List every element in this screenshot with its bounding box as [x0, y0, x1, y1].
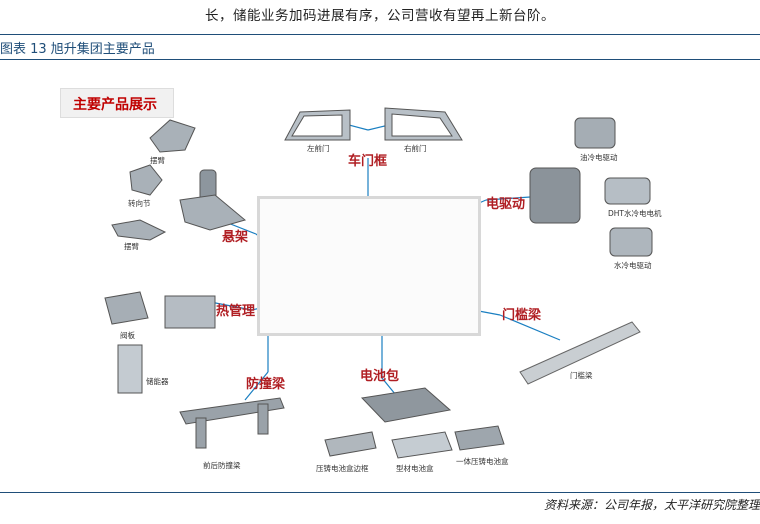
- callout-e-drive: 电驱动: [486, 197, 526, 212]
- label-valve-plate: 阀板: [120, 331, 135, 340]
- label-lower-arm: 摆臂: [124, 242, 139, 251]
- label-die-cast-frame: 压铸电池盒边框: [316, 464, 369, 473]
- figure-title: 图表 13 旭升集团主要产品: [0, 42, 155, 57]
- label-water-cooled-drive: 水冷电驱动: [614, 261, 652, 270]
- callout-bumper: 防撞梁: [246, 377, 286, 392]
- label-profile-box: 型材电池盒: [396, 464, 434, 473]
- label-sill: 门槛梁: [570, 371, 593, 380]
- callout-door-frame: 车门框: [348, 154, 388, 169]
- showcase-title: 主要产品展示: [73, 97, 157, 113]
- suspension-parts: [111, 119, 247, 241]
- label-left-front-door: 左前门: [307, 144, 330, 153]
- bumper-part: [179, 397, 285, 449]
- callout-thermal: 热管理: [216, 304, 256, 319]
- showcase-title-box: 主要产品展示: [60, 88, 174, 118]
- label-right-front-door: 右前门: [404, 144, 427, 153]
- callout-suspension: 悬架: [222, 230, 249, 245]
- label-storage: 储能器: [146, 377, 169, 386]
- callout-sill-beam: 门槛梁: [502, 308, 542, 323]
- label-one-piece-box: 一体压铸电池盒: [456, 457, 509, 466]
- thermal-parts: [104, 291, 216, 394]
- sill-beam-part: [519, 321, 641, 385]
- label-control-arm: 摆臂: [150, 156, 165, 165]
- door-frame-parts: [284, 107, 463, 141]
- label-dht-motor: DHT水冷电电机: [608, 209, 662, 218]
- intro-paragraph: 长，储能业务加码进展有序，公司营收有望再上新台阶。: [205, 8, 555, 24]
- source-divider: [0, 492, 760, 493]
- label-knuckle: 转向节: [128, 199, 151, 208]
- label-front-bumper: 前后防撞梁: [203, 461, 241, 470]
- source-note: 资料来源：公司年报，太平洋研究院整理: [543, 498, 760, 512]
- callout-battery-pack: 电池包: [360, 369, 400, 384]
- figure-title-bar: 图表 13 旭升集团主要产品: [0, 34, 760, 60]
- battery-pack-parts: [324, 387, 505, 459]
- vehicle-frame: [257, 196, 481, 336]
- e-drive-parts: [529, 117, 653, 257]
- label-oil-cooled-drive: 油冷电驱动: [580, 153, 618, 162]
